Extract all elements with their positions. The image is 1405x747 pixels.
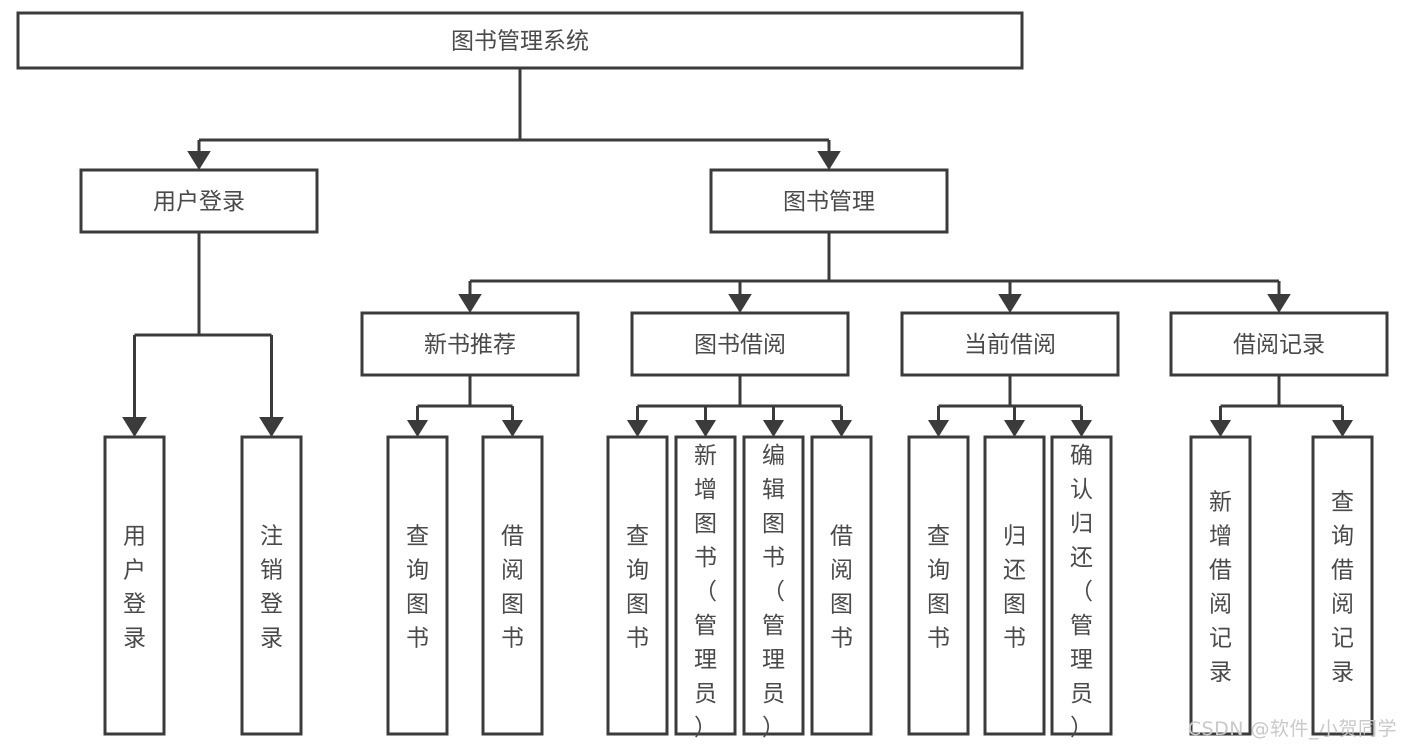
node-current-borrow-label: 当前借阅 [964, 332, 1056, 358]
node-leaf-add-book-admin[interactable]: 新增图书（管理员） [674, 435, 737, 741]
node-leaf-borrow-book-rec[interactable]: 借阅图书 [481, 435, 544, 736]
node-book-manage-label: 图书管理 [783, 189, 875, 215]
arrow-to-leaf-edit-book-admin [762, 420, 785, 437]
node-leaf-borrow-book-rect[interactable] [810, 435, 873, 736]
node-leaf-confirm-return-admin[interactable]: 确认归还（管理员） [1050, 435, 1113, 741]
node-leaf-add-book-admin-label: 新增图书（管理员） [694, 443, 717, 741]
node-leaf-return-book-label: 归还图书 [1003, 524, 1026, 652]
arrow-to-leaf-logout-login [259, 417, 284, 437]
node-root-system-rect[interactable] [16, 11, 1024, 70]
arrow-to-leaf-add-borrow-record [1209, 420, 1232, 437]
node-book-borrow-rect[interactable] [630, 311, 850, 377]
node-root-system-label: 图书管理系统 [451, 29, 589, 55]
node-new-book-recommend[interactable]: 新书推荐 [360, 311, 580, 377]
node-leaf-borrow-book-label: 借阅图书 [830, 524, 853, 652]
node-new-book-recommend-rect[interactable] [360, 311, 580, 377]
node-book-manage-rect[interactable] [709, 168, 949, 234]
node-leaf-return-book[interactable]: 归还图书 [983, 435, 1046, 736]
node-leaf-edit-book-admin-rect[interactable] [742, 435, 805, 736]
node-new-book-recommend-label: 新书推荐 [424, 332, 516, 358]
node-leaf-add-borrow-record[interactable]: 新增借阅记录 [1189, 435, 1252, 736]
node-root-system[interactable]: 图书管理系统 [16, 11, 1024, 70]
node-leaf-user-login-label: 用户登录 [123, 524, 146, 652]
arrow-to-current-borrow [998, 294, 1022, 313]
node-leaf-add-borrow-record-rect[interactable] [1189, 435, 1252, 736]
node-leaf-logout-login[interactable]: 注销登录 [240, 435, 303, 736]
node-leaf-edit-book-admin-label: 编辑图书（管理员） [762, 443, 785, 741]
node-leaf-confirm-return-admin-label: 确认归还（管理员） [1070, 443, 1093, 741]
arrow-to-book-borrow [728, 294, 752, 313]
arrow-to-leaf-user-login [122, 417, 147, 437]
node-leaf-borrow-book-rec-label: 借阅图书 [501, 524, 524, 652]
arrow-to-leaf-add-book-admin [694, 420, 717, 437]
node-leaf-query-book-rec-label: 查询图书 [406, 524, 429, 652]
node-borrow-record-label: 借阅记录 [1233, 332, 1325, 358]
arrow-to-leaf-return-book [1003, 420, 1026, 437]
arrow-to-leaf-query-borrow-record [1331, 420, 1354, 437]
arrow-to-leaf-query-book-cur [927, 420, 950, 437]
node-leaf-add-book-admin-rect[interactable] [674, 435, 737, 736]
arrow-to-leaf-borrow-book [830, 420, 853, 437]
node-leaf-query-book-cur-label: 查询图书 [927, 524, 950, 652]
node-leaf-confirm-return-admin-rect[interactable] [1050, 435, 1113, 736]
node-leaf-query-borrow-record-rect[interactable] [1311, 435, 1374, 736]
node-book-manage[interactable]: 图书管理 [709, 168, 949, 234]
arrow-to-leaf-confirm-return-admin [1070, 420, 1093, 437]
node-book-borrow[interactable]: 图书借阅 [630, 311, 850, 377]
node-leaf-user-login[interactable]: 用户登录 [103, 435, 166, 736]
connector-layer [122, 68, 1354, 437]
arrow-to-new-book-recommend [458, 294, 482, 313]
node-leaf-query-borrow-record-label: 查询借阅记录 [1331, 490, 1354, 686]
node-leaf-query-book-rec[interactable]: 查询图书 [386, 435, 449, 736]
node-current-borrow-rect[interactable] [900, 311, 1120, 377]
node-leaf-logout-login-label: 注销登录 [260, 524, 283, 652]
node-leaf-edit-book-admin[interactable]: 编辑图书（管理员） [742, 435, 805, 741]
node-user-login-label: 用户登录 [153, 189, 245, 215]
arrow-to-leaf-query-book-borrow [626, 420, 649, 437]
node-leaf-query-book-borrow[interactable]: 查询图书 [606, 435, 669, 736]
node-current-borrow[interactable]: 当前借阅 [900, 311, 1120, 377]
node-leaf-query-book-cur[interactable]: 查询图书 [907, 435, 970, 736]
node-leaf-query-book-cur-rect[interactable] [907, 435, 970, 736]
node-leaf-user-login-rect[interactable] [103, 435, 166, 736]
node-book-borrow-label: 图书借阅 [694, 332, 786, 358]
node-leaf-add-borrow-record-label: 新增借阅记录 [1209, 490, 1232, 686]
arrow-to-book-manage [817, 151, 841, 170]
node-leaf-logout-login-rect[interactable] [240, 435, 303, 736]
arrow-to-leaf-borrow-book-rec [501, 420, 524, 437]
node-leaf-borrow-book[interactable]: 借阅图书 [810, 435, 873, 736]
node-leaf-borrow-book-rec-rect[interactable] [481, 435, 544, 736]
node-borrow-record[interactable]: 借阅记录 [1169, 311, 1389, 377]
node-leaf-query-book-borrow-rect[interactable] [606, 435, 669, 736]
node-leaf-query-borrow-record[interactable]: 查询借阅记录 [1311, 435, 1374, 736]
arrow-to-borrow-record [1267, 294, 1291, 313]
node-leaf-query-book-rec-rect[interactable] [386, 435, 449, 736]
node-user-login[interactable]: 用户登录 [79, 168, 319, 234]
arrow-to-user-login [187, 151, 211, 170]
node-layer: 图书管理系统用户登录图书管理新书推荐图书借阅当前借阅借阅记录用户登录注销登录查询… [16, 11, 1389, 741]
node-leaf-query-book-borrow-label: 查询图书 [626, 524, 649, 652]
node-leaf-return-book-rect[interactable] [983, 435, 1046, 736]
node-user-login-rect[interactable] [79, 168, 319, 234]
arrow-to-leaf-query-book-rec [406, 420, 429, 437]
node-borrow-record-rect[interactable] [1169, 311, 1389, 377]
